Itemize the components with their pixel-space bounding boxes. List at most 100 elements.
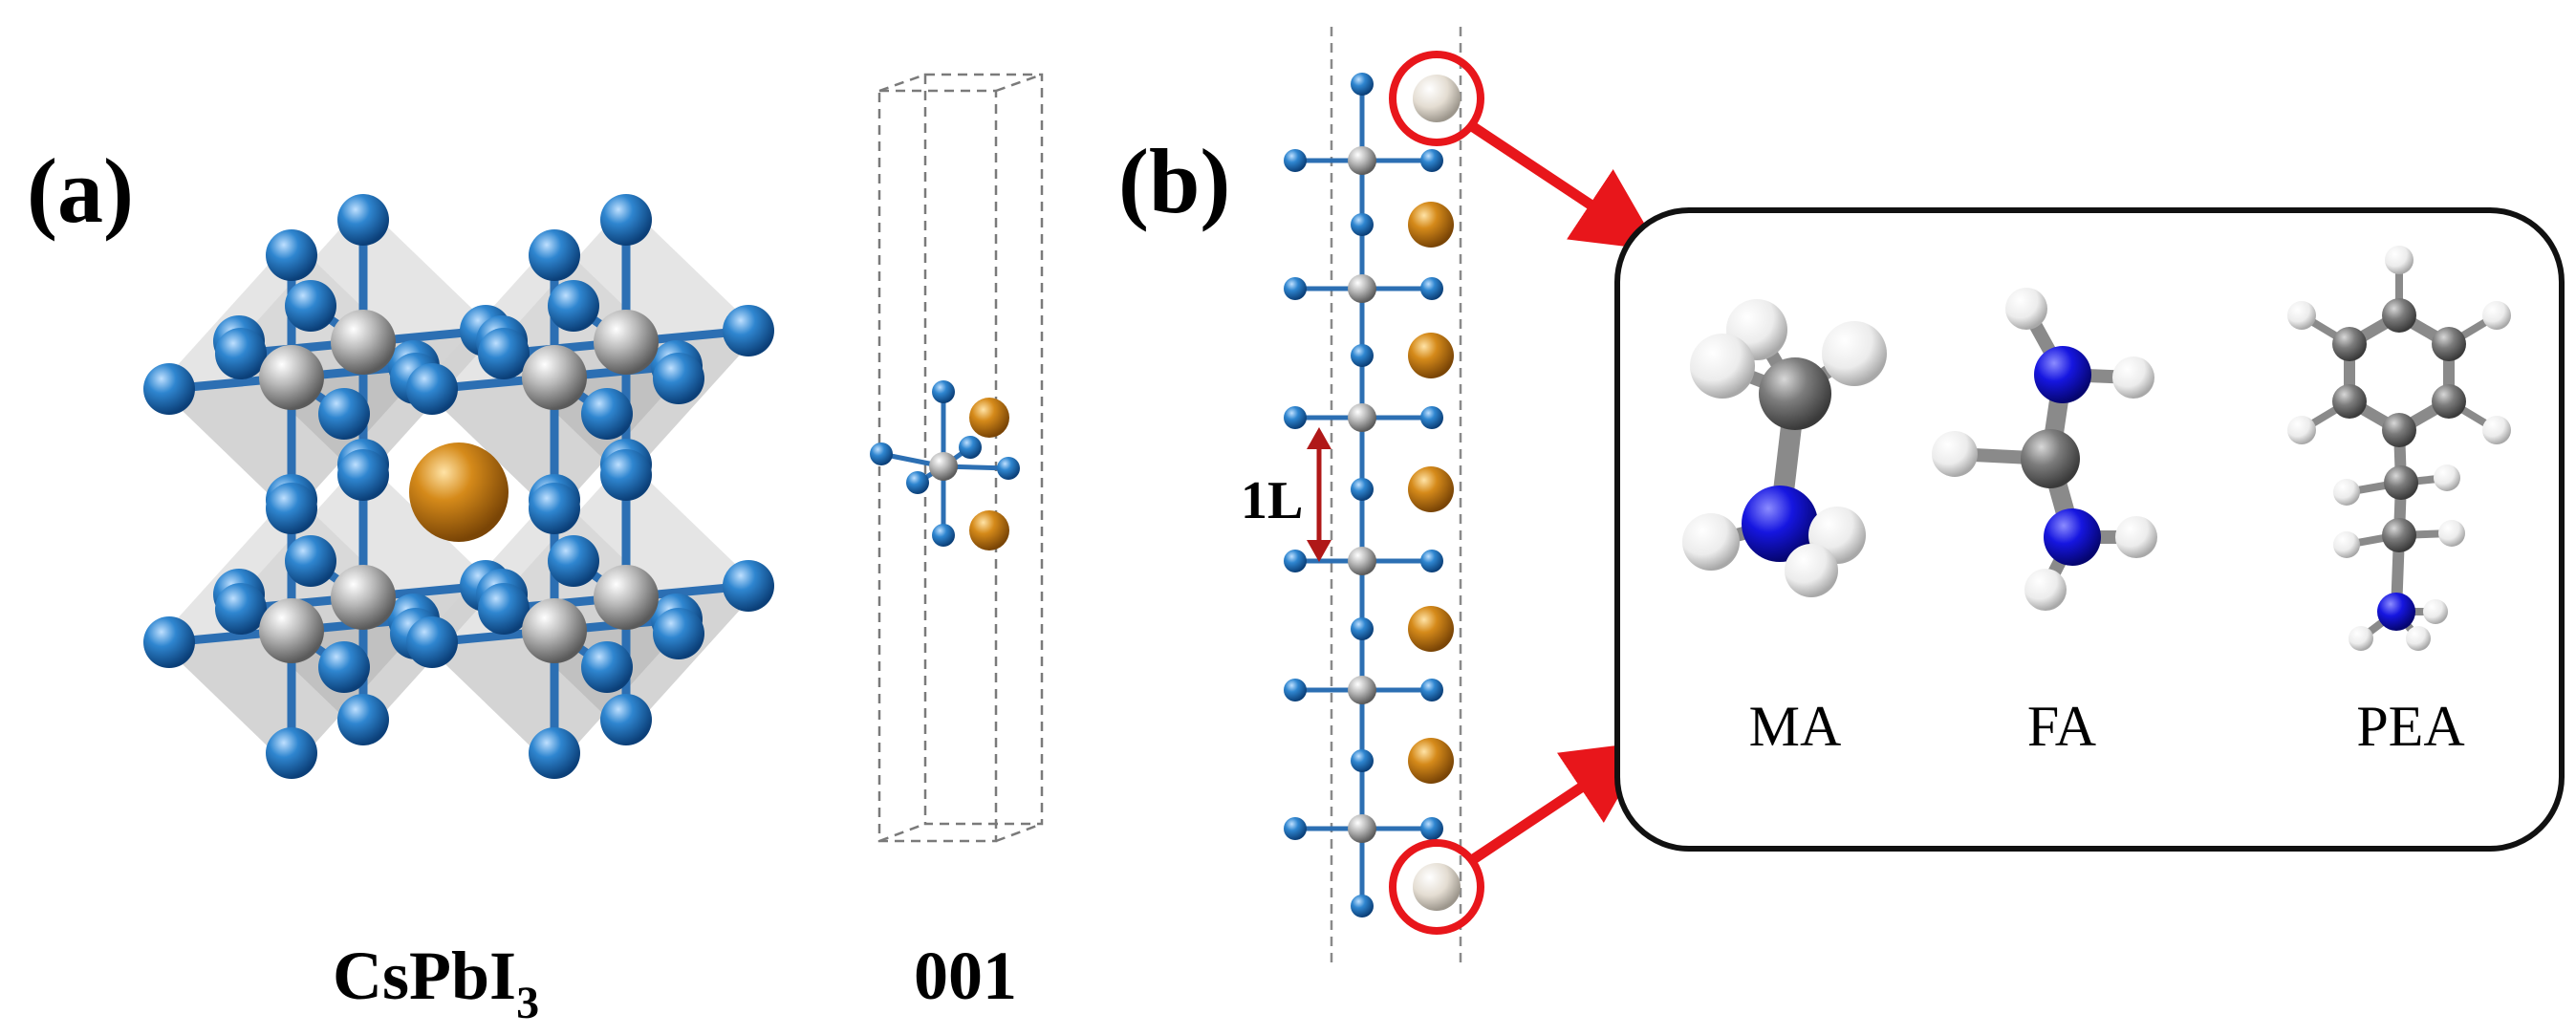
hydrogen-atom bbox=[1932, 431, 1978, 477]
lead-atom bbox=[594, 310, 659, 375]
slab-cell-edge bbox=[995, 822, 1043, 843]
slab-cell-edge bbox=[878, 822, 926, 843]
lead-atom bbox=[331, 565, 396, 630]
lead-atom bbox=[1348, 547, 1376, 575]
nitrogen-atom bbox=[2377, 593, 2415, 631]
lead-atom bbox=[331, 310, 396, 375]
iodine-atom bbox=[1284, 550, 1307, 572]
iodine-atom bbox=[1351, 478, 1374, 501]
carbon-atom bbox=[2382, 518, 2416, 552]
carbon-atom bbox=[2432, 327, 2466, 361]
nitrogen-atom bbox=[1742, 486, 1818, 562]
carbon-atom bbox=[1759, 357, 1831, 430]
lead-atom bbox=[1348, 274, 1376, 303]
molecule-label-pea: PEA bbox=[2356, 695, 2464, 758]
panel-a-label: (a) bbox=[27, 140, 134, 242]
iodine-atom bbox=[1351, 895, 1374, 917]
iodine-atom bbox=[959, 436, 982, 459]
hydrogen-atom bbox=[2333, 531, 2360, 558]
cesium-atom bbox=[409, 442, 509, 542]
hydrogen-atom bbox=[2423, 599, 2448, 624]
pea-molecule bbox=[2287, 246, 2511, 651]
hydrogen-atom bbox=[2287, 416, 2316, 444]
hydrogen-atom bbox=[2349, 626, 2373, 651]
organic-cation-atom bbox=[1413, 863, 1461, 911]
iodine-atom bbox=[406, 616, 458, 668]
iodine-atom bbox=[997, 457, 1020, 480]
iodine-atom bbox=[1420, 679, 1443, 701]
hydrogen-atom bbox=[2385, 246, 2414, 274]
hydrogen-atom bbox=[1785, 544, 1838, 597]
iodine-atom bbox=[337, 694, 389, 745]
iodine-atom bbox=[1420, 406, 1443, 429]
cesium-atom bbox=[1408, 466, 1454, 512]
lead-atom bbox=[1348, 814, 1376, 843]
hydrogen-atom bbox=[2438, 520, 2465, 547]
iodine-atom bbox=[932, 524, 955, 547]
lead-atom bbox=[522, 598, 587, 663]
iodine-atom bbox=[529, 229, 580, 281]
panel-b-label: (b) bbox=[1118, 130, 1230, 232]
iodine-atom bbox=[548, 280, 599, 332]
layer-thickness-label: 1L bbox=[1241, 471, 1303, 530]
iodine-atom bbox=[143, 616, 195, 668]
carbon-atom bbox=[2384, 465, 2418, 500]
lead-atom bbox=[594, 565, 659, 630]
iodine-atom bbox=[266, 229, 317, 281]
iodine-atom bbox=[932, 380, 955, 403]
hydrogen-atom bbox=[2005, 288, 2047, 330]
iodine-atom bbox=[1351, 73, 1374, 96]
hydrogen-atom bbox=[1682, 513, 1740, 571]
iodine-atom bbox=[723, 560, 774, 612]
iodine-atom bbox=[1351, 344, 1374, 367]
iodine-atom bbox=[723, 305, 774, 356]
slab-001-structure bbox=[870, 73, 1044, 843]
hydrogen-atom bbox=[2333, 479, 2360, 506]
hydrogen-atom bbox=[2406, 626, 2431, 651]
carbon-atom bbox=[2432, 384, 2466, 419]
hydrogen-atom bbox=[1690, 334, 1755, 399]
carbon-atom bbox=[2332, 327, 2367, 361]
hydrogen-atom bbox=[2434, 464, 2460, 491]
iodine-atom bbox=[529, 483, 580, 534]
iodine-atom bbox=[529, 727, 580, 779]
carbon-atom bbox=[2382, 413, 2416, 447]
iodine-atom bbox=[600, 194, 652, 246]
hydrogen-atom bbox=[1822, 321, 1887, 386]
organic-cation-molecules bbox=[1682, 246, 2511, 651]
iodine-atom bbox=[906, 471, 929, 494]
iodine-atom bbox=[1420, 277, 1443, 300]
iodine-atom bbox=[1420, 149, 1443, 172]
slab-001-label: 001 bbox=[914, 938, 1017, 1014]
iodine-atom bbox=[266, 727, 317, 779]
cesium-atom bbox=[969, 510, 1009, 550]
lead-atom bbox=[1348, 676, 1376, 704]
bottom-highlight-arrow bbox=[1468, 741, 1651, 865]
nitrogen-atom bbox=[2044, 508, 2101, 566]
hydrogen-atom bbox=[2482, 416, 2511, 444]
hydrogen-atom bbox=[2115, 516, 2157, 558]
cesium-atom bbox=[1408, 738, 1454, 784]
cesium-atom bbox=[1408, 606, 1454, 652]
iodine-atom bbox=[600, 449, 652, 501]
iodine-atom bbox=[285, 280, 336, 332]
iodine-atom bbox=[581, 641, 633, 693]
iodine-atom bbox=[1284, 277, 1307, 300]
carbon-atom bbox=[2021, 429, 2080, 488]
iodine-atom bbox=[581, 388, 633, 440]
hydrogen-atom bbox=[2024, 569, 2067, 611]
lead-atom bbox=[259, 345, 324, 410]
iodine-atom bbox=[1284, 817, 1307, 840]
iodine-atom bbox=[600, 694, 652, 745]
iodine-atom bbox=[318, 388, 370, 440]
slab-cell-edge bbox=[878, 73, 926, 93]
molecule-label-ma: MA bbox=[1749, 695, 1842, 758]
iodine-atom bbox=[1420, 550, 1443, 572]
iodine-atom bbox=[870, 442, 893, 465]
lead-atom bbox=[522, 345, 587, 410]
iodine-atom bbox=[653, 353, 704, 404]
iodine-atom bbox=[548, 535, 599, 587]
hydrogen-atom bbox=[2287, 301, 2316, 330]
ma-molecule bbox=[1682, 299, 1887, 597]
top-cation-highlight-circle bbox=[1389, 51, 1484, 146]
